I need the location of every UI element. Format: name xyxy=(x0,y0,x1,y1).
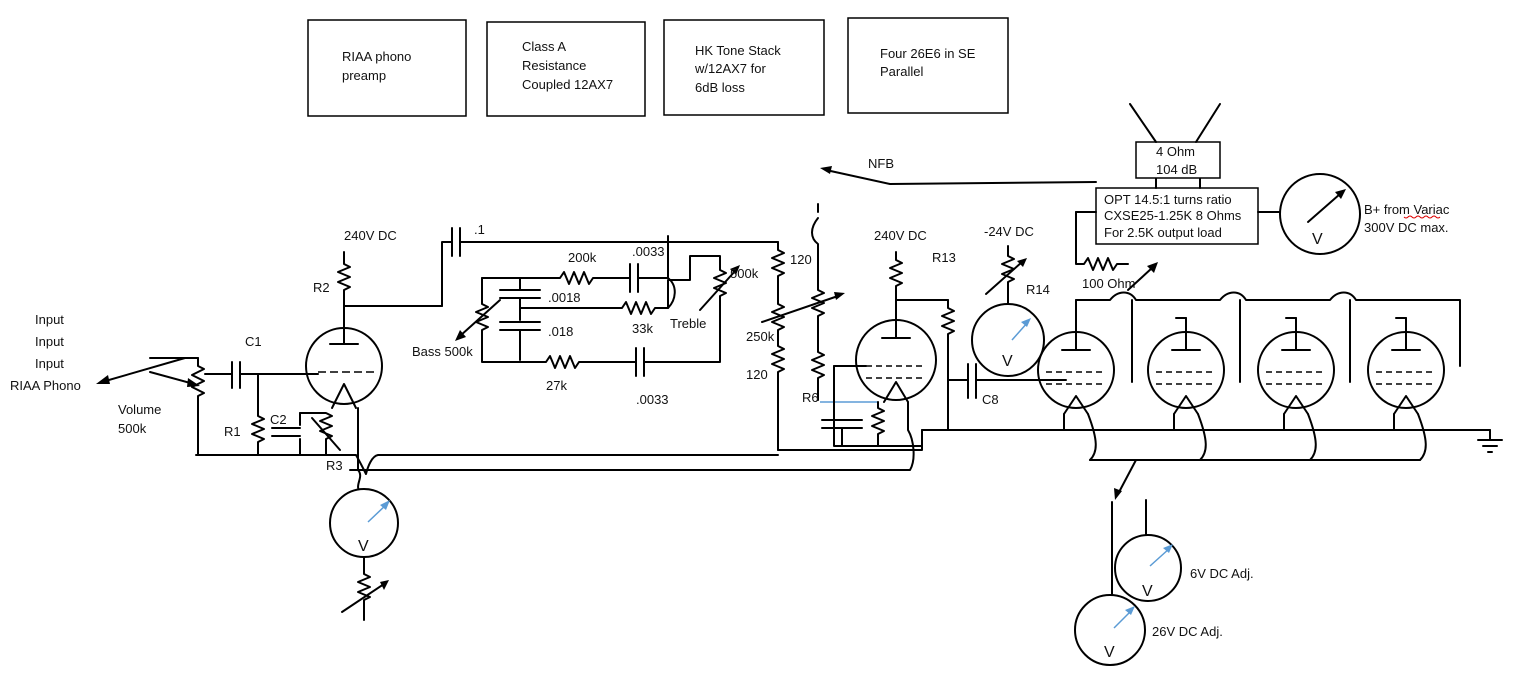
cap-0-1: .1 xyxy=(441,222,779,307)
meter-26v-symbol: V xyxy=(1104,644,1115,661)
r1-resistor: R1 xyxy=(224,373,265,456)
r13-label: R13 xyxy=(932,250,956,265)
meter-v1-symbol: V xyxy=(358,538,369,555)
r14-label: R14 xyxy=(1026,282,1050,297)
r200k-label: 200k xyxy=(568,250,597,265)
heater-26v-label: 26V DC Adj. xyxy=(1152,624,1223,639)
r33k-label: 33k xyxy=(632,321,653,336)
divider-network: 120 250k 120 R6 xyxy=(746,203,845,451)
input-selector-switch xyxy=(96,357,199,384)
supply1-label: 240V DC xyxy=(344,228,397,243)
bplus-line-2: 300V DC max. xyxy=(1364,220,1449,235)
c2-r3-cathode-network: C2 R3 xyxy=(270,412,343,473)
input-labels: Input Input Input RIAA Phono xyxy=(10,312,81,393)
block-class-a-line-2: Resistance xyxy=(522,58,586,73)
r27k-label: 27k xyxy=(546,378,567,393)
c0033b-label: .0033 xyxy=(636,392,669,407)
meter-v1-cathode: V xyxy=(329,407,399,621)
tube-out-1 xyxy=(1037,299,1115,415)
tube-out-4 xyxy=(1367,317,1445,415)
volume-label-2: 500k xyxy=(118,421,147,436)
input-label-1: Input xyxy=(35,312,64,327)
r2-plate-resistor: 240V DC R2 xyxy=(313,228,443,331)
r3-label: R3 xyxy=(326,458,343,473)
block-riaa-preamp: RIAA phono preamp xyxy=(307,19,467,117)
block-tone-line-2: w/12AX7 for xyxy=(694,61,766,76)
block-class-a-line-3: Coupled 12AX7 xyxy=(522,77,613,92)
block-output-stage: Four 26E6 in SE Parallel xyxy=(847,17,1009,114)
c1-label: C1 xyxy=(245,334,262,349)
block-class-a-line-1: Class A xyxy=(522,39,566,54)
bass-label: Bass 500k xyxy=(412,344,473,359)
block-output-line-1: Four 26E6 in SE xyxy=(880,46,976,61)
neg-supply-label: -24V DC xyxy=(984,224,1034,239)
block-tone-line-3: 6dB loss xyxy=(695,80,745,95)
block-tone-stack: HK Tone Stack w/12AX7 for 6dB loss xyxy=(663,19,825,116)
bias-supply: -24V DC R14 V xyxy=(971,224,1050,377)
nfb-line: NFB xyxy=(820,156,1097,185)
tube-v1 xyxy=(305,327,383,409)
r250k-label: 250k xyxy=(746,329,775,344)
c018-label: .018 xyxy=(548,324,573,339)
meter-bias-symbol: V xyxy=(1002,353,1013,370)
r100-label: 100 Ohm xyxy=(1082,276,1135,291)
ground-bus xyxy=(195,365,923,475)
r6-label: R6 xyxy=(802,390,819,405)
block-tone-line-1: HK Tone Stack xyxy=(695,43,781,58)
r100-resistor: 100 Ohm xyxy=(1075,211,1135,291)
cap-0-1-label: .1 xyxy=(474,222,485,237)
tube-out-3 xyxy=(1257,317,1335,415)
c0033a-label: .0033 xyxy=(632,244,665,259)
opt-line-2: CXSE25-1.25K 8 Ohms xyxy=(1104,208,1242,223)
tone-stack: 200k .0033 .0018 33k .018 Bass 500k 27k … xyxy=(412,235,759,407)
input-label-3: Input xyxy=(35,356,64,371)
r1-label: R1 xyxy=(224,424,241,439)
bplus-line-1: B+ from Variac xyxy=(1364,202,1450,217)
r120a-label: 120 xyxy=(790,252,812,267)
heater-meters: V 6V DC Adj. V 26V DC Adj. xyxy=(1074,459,1254,666)
r13-and-c8: R13 C8 xyxy=(932,250,1067,431)
speaker: 4 Ohm 104 dB xyxy=(1129,103,1221,179)
output-transformer: OPT 14.5:1 turns ratio CXSE25-1.25K 8 Oh… xyxy=(1075,177,1281,291)
block-output-line-2: Parallel xyxy=(880,64,923,79)
tube-out-2 xyxy=(1147,317,1225,415)
block-class-a: Class A Resistance Coupled 12AX7 xyxy=(486,21,646,117)
input-label-riaa: RIAA Phono xyxy=(10,378,81,393)
meter-6v-symbol: V xyxy=(1142,583,1153,600)
c2-label: C2 xyxy=(270,412,287,427)
heater-6v-label: 6V DC Adj. xyxy=(1190,566,1254,581)
meter-bplus-symbol: V xyxy=(1312,231,1323,248)
volume-pot: Volume 500k xyxy=(118,357,205,456)
block-riaa-line-1: RIAA phono xyxy=(342,49,411,64)
c8-label: C8 xyxy=(982,392,999,407)
r120b-label: 120 xyxy=(746,367,768,382)
r2-label: R2 xyxy=(313,280,330,295)
c0018-label: .0018 xyxy=(548,290,581,305)
treble-label: Treble xyxy=(670,316,706,331)
volume-label-1: Volume xyxy=(118,402,161,417)
opt-line-3: For 2.5K output load xyxy=(1104,225,1222,240)
speaker-line-2: 104 dB xyxy=(1156,162,1197,177)
input-label-2: Input xyxy=(35,334,64,349)
supply2-label: 240V DC xyxy=(874,228,927,243)
speaker-line-1: 4 Ohm xyxy=(1156,144,1195,159)
opt-line-1: OPT 14.5:1 turns ratio xyxy=(1104,192,1232,207)
block-riaa-line-2: preamp xyxy=(342,68,386,83)
c1-capacitor: C1 xyxy=(204,334,309,389)
meter-bplus: V B+ from Variac 300V DC max. xyxy=(1279,173,1450,255)
output-tubes xyxy=(921,291,1503,461)
treble-pot-label: 500k xyxy=(730,266,759,281)
nfb-label: NFB xyxy=(868,156,894,171)
